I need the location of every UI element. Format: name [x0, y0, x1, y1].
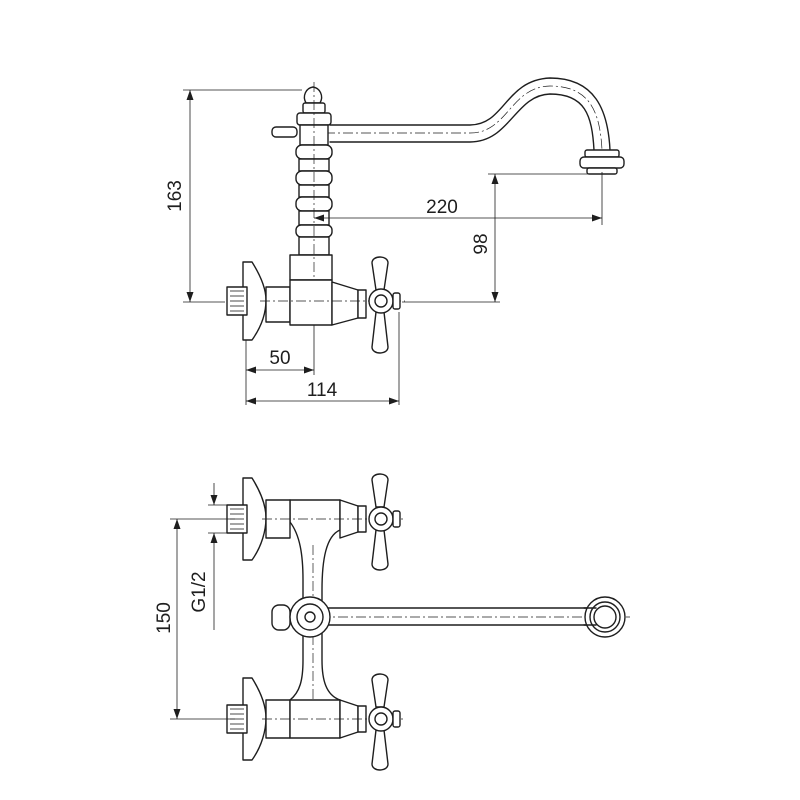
- dim-spout-height: 98: [402, 173, 590, 303]
- dim-text-center-distance: 150: [154, 602, 175, 634]
- dim-thread: G1/2: [189, 483, 230, 630]
- front-top-valve: [226, 473, 405, 571]
- side-wall-flange: [226, 261, 291, 341]
- front-bottom-valve: [226, 673, 405, 771]
- dim-side-height: 163: [165, 89, 302, 303]
- dim-text-body-depth: 114: [307, 380, 338, 401]
- dim-text-spout-height: 98: [471, 233, 492, 254]
- dim-body-depth: 114: [246, 312, 400, 405]
- dim-center-distance: 150: [154, 518, 235, 720]
- side-valve-body: [260, 279, 405, 326]
- dim-body-offset: 50: [245, 325, 315, 405]
- dim-spout-reach: 220: [314, 172, 603, 225]
- side-view: 163 220 98 50: [165, 77, 625, 405]
- side-spout: [325, 77, 625, 175]
- dim-text-side-height: 163: [165, 180, 186, 212]
- dim-text-body-offset: 50: [269, 348, 290, 369]
- front-view: 150 G1/2: [154, 473, 630, 771]
- dim-text-thread: G1/2: [189, 571, 210, 612]
- front-spout: [320, 596, 630, 638]
- dim-text-spout-reach: 220: [426, 197, 458, 218]
- side-cross-handle: [368, 256, 401, 354]
- front-spout-hub: [271, 596, 331, 638]
